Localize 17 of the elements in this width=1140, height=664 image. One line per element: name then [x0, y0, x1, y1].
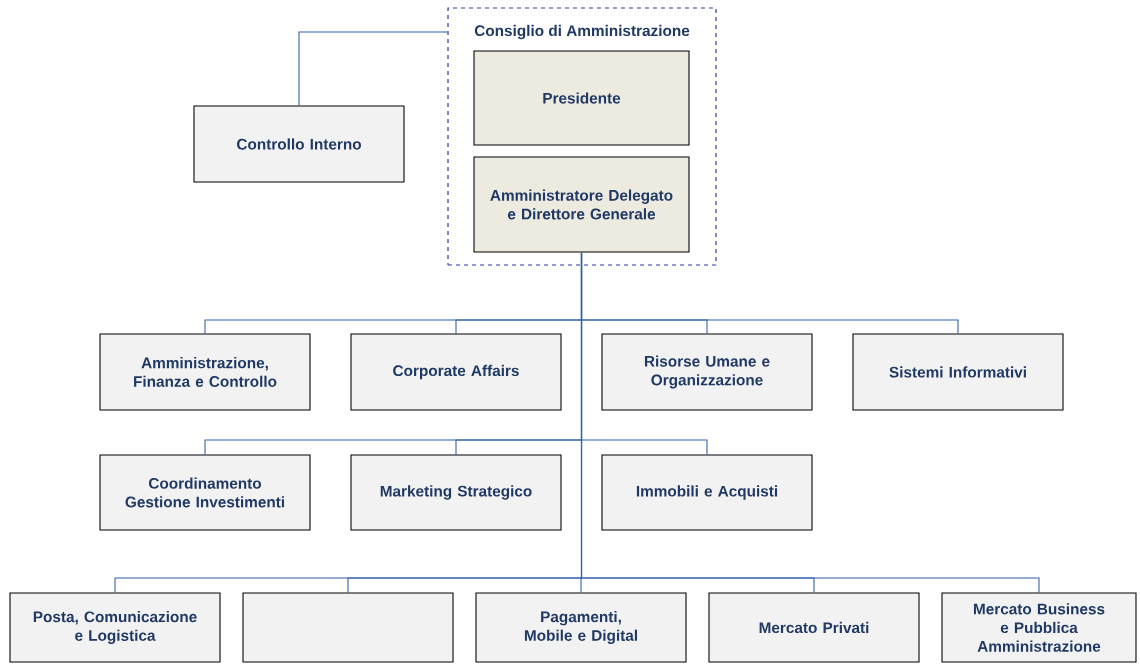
org-box: Amministratore Delegato e Direttore Generale [473, 156, 690, 253]
org-box: Posta, Comunicazione e Logistica [9, 592, 221, 663]
connector-line [580, 252, 1040, 593]
org-box: Presidente [473, 50, 690, 146]
connector-line [298, 31, 448, 106]
org-box [242, 592, 454, 663]
org-box: Marketing Strategico [350, 454, 562, 531]
org-box: Controllo Interno [193, 105, 405, 183]
org-box: Mercato Business e Pubblica Amministrazione [941, 592, 1137, 663]
org-box: Immobili e Acquisti [601, 454, 813, 531]
org-box: Corporate Affairs [350, 333, 562, 411]
org-box: Sistemi Informativi [852, 333, 1064, 411]
org-box: Pagamenti, Mobile e Digital [475, 592, 687, 663]
org-box: Mercato Privati [708, 592, 920, 663]
org-box: Coordinamento Gestione Investimenti [99, 454, 311, 531]
org-box: Amministrazione, Finanza e Controllo [99, 333, 311, 411]
org-box: Risorse Umane e Organizzazione [601, 333, 813, 411]
